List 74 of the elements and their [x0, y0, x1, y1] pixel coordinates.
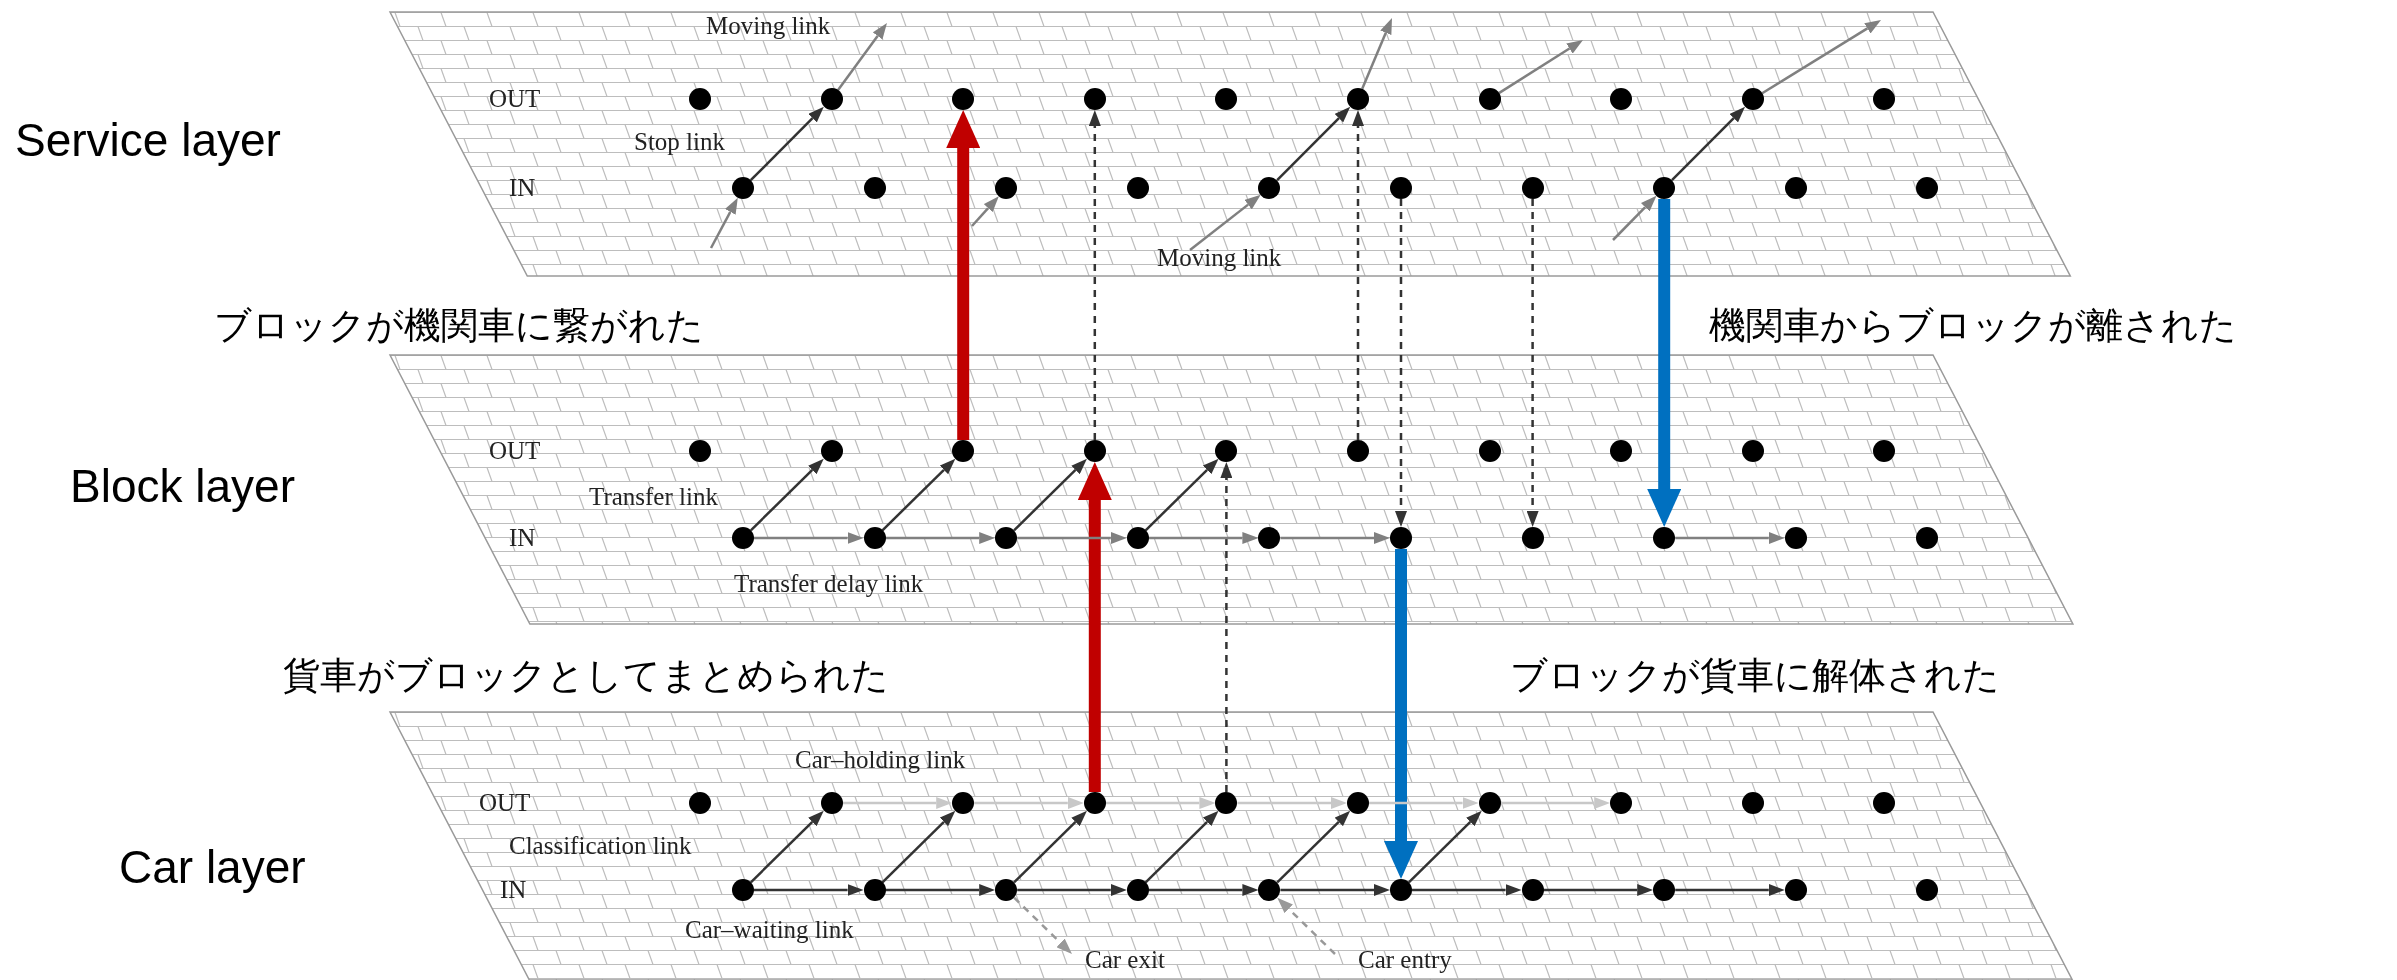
thick-arrow: [1077, 462, 1112, 792]
arrow: [1013, 810, 1087, 884]
annotation-label: ブロックが貨車に解体された: [1510, 655, 2000, 697]
link-label: Moving link: [706, 12, 831, 40]
dashed-arrow: [1395, 199, 1407, 527]
layer-title: Service layer: [15, 114, 281, 166]
arrow: [1761, 20, 1881, 95]
arrow: [709, 197, 738, 249]
arrow: [1189, 194, 1261, 251]
dashed-arrow: [1277, 897, 1336, 955]
annotation-label: 機関車からブロックが離された: [1709, 305, 2237, 347]
arrow: [1280, 884, 1390, 896]
row-label: IN: [509, 524, 536, 552]
row-label: IN: [500, 876, 527, 904]
arrow: [1276, 810, 1351, 884]
arrow: [1500, 797, 1611, 809]
thick-arrow: [946, 110, 981, 440]
arrow: [754, 884, 864, 896]
arrow: [1105, 797, 1216, 809]
link-label: Stop link: [634, 128, 725, 156]
arrow: [1017, 884, 1127, 896]
arrow: [749, 106, 824, 182]
dashed-arrow: [1352, 110, 1364, 440]
row-label: OUT: [489, 437, 541, 465]
row-label: OUT: [479, 789, 531, 817]
link-label: Car exit: [1085, 946, 1165, 974]
link-label: Classification link: [509, 832, 692, 860]
layer-title: Block layer: [70, 460, 295, 512]
row-label: OUT: [489, 85, 541, 113]
dashed-arrow: [1220, 462, 1233, 792]
arrow: [749, 810, 824, 884]
arrow: [1276, 106, 1351, 182]
arrow: [1412, 884, 1522, 896]
link-label: Car entry: [1358, 946, 1452, 974]
arrow: [754, 532, 864, 544]
arrow: [1013, 458, 1087, 532]
arrow: [1017, 532, 1127, 544]
annotation-label: 貨車がブロックとしてまとめられた: [283, 655, 889, 697]
thick-arrow: [1647, 199, 1682, 527]
arrow: [1498, 40, 1583, 95]
dashed-arrow: [1088, 110, 1101, 440]
arrow: [1280, 532, 1390, 544]
row-label: IN: [509, 174, 536, 202]
arrow: [842, 797, 953, 809]
link-label: Moving link: [1157, 244, 1282, 272]
arrow: [1361, 18, 1392, 90]
arrow: [1675, 532, 1785, 544]
dashed-arrow: [1013, 896, 1072, 954]
thick-arrow: [1384, 549, 1418, 879]
layer-title: Car layer: [119, 841, 306, 893]
arrow: [1237, 797, 1347, 809]
link-label: Car–holding link: [795, 746, 966, 774]
arrow: [1407, 810, 1482, 884]
link-label: Car–waiting link: [685, 916, 854, 944]
arrow: [1148, 884, 1259, 896]
arrow: [885, 532, 996, 544]
arrow: [1543, 884, 1654, 896]
arrow: [881, 810, 956, 884]
arrow: [1612, 195, 1657, 241]
arrow: [1144, 458, 1219, 532]
arrow: [1369, 797, 1479, 809]
arrow: [749, 458, 824, 532]
annotation-label: ブロックが機関車に繋がれた: [214, 305, 704, 347]
arrow: [971, 196, 999, 227]
arrow: [885, 884, 996, 896]
arrow: [1144, 810, 1219, 884]
arrow: [1671, 106, 1746, 182]
link-label: Transfer link: [589, 483, 718, 511]
arrow: [1675, 884, 1785, 896]
arrow: [1148, 532, 1259, 544]
arrow: [974, 797, 1084, 809]
link-label: Transfer delay link: [734, 570, 924, 598]
arrow: [881, 458, 956, 532]
arrow: [837, 23, 887, 91]
